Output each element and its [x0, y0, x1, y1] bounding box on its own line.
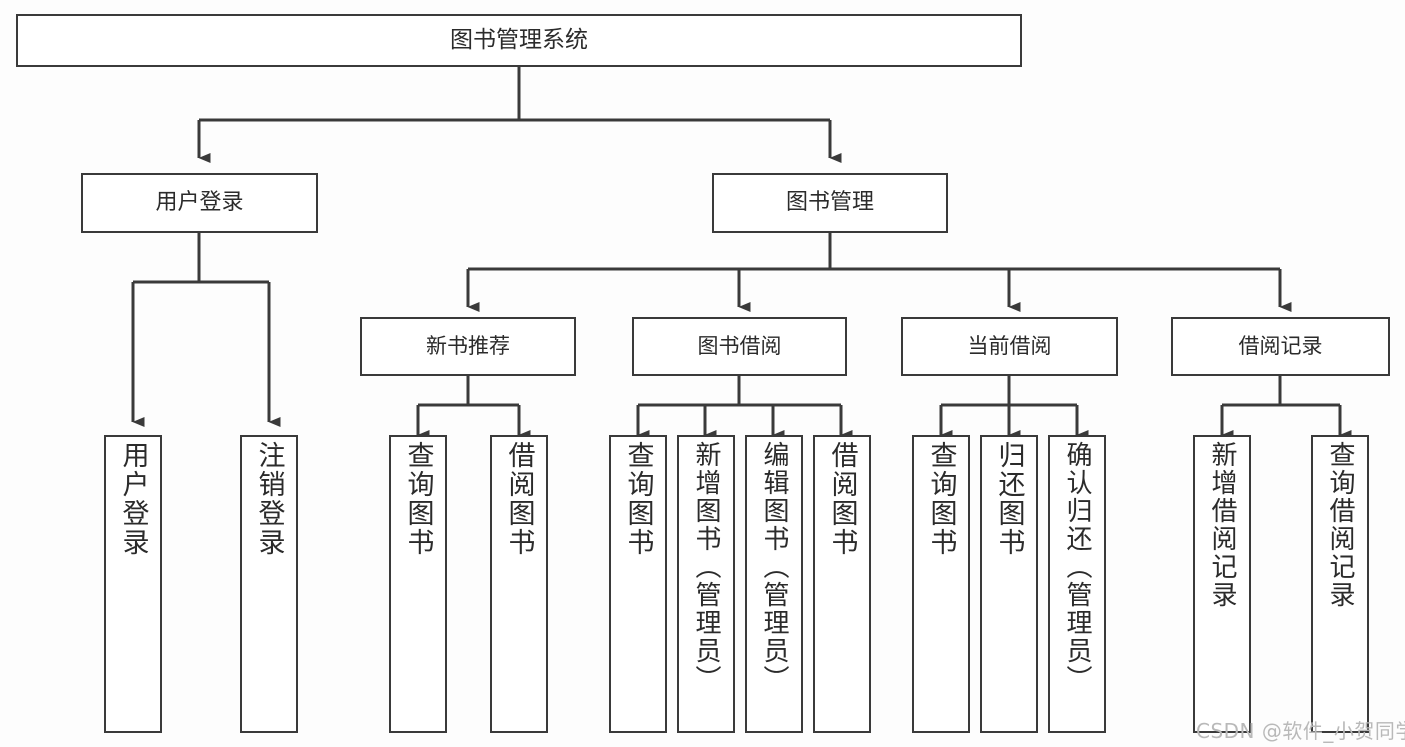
node-book-borrow[interactable]: 图书借阅 — [632, 317, 847, 376]
node-label: 借阅记录 — [1238, 334, 1323, 358]
node-leaf-return-book[interactable]: 归还图书 — [980, 435, 1038, 733]
node-leaf-logout[interactable]: 注销登录 — [240, 435, 298, 733]
node-label: 用户登录 — [155, 190, 244, 215]
node-label: 归还图书 — [993, 441, 1025, 557]
node-label: 新书推荐 — [426, 334, 510, 358]
node-leaf-borrow-book-new[interactable]: 借阅图书 — [490, 435, 548, 733]
node-label: 注销登录 — [253, 441, 285, 557]
node-leaf-query-book-new[interactable]: 查询图书 — [389, 435, 447, 733]
node-label: 借阅图书 — [503, 441, 535, 557]
node-label: 当前借阅 — [967, 334, 1052, 358]
node-label: 确认归还（管理员） — [1062, 441, 1092, 693]
node-label: 借阅图书 — [826, 441, 858, 557]
node-label: 查询图书 — [402, 441, 434, 557]
node-label: 新增借阅记录 — [1207, 441, 1237, 609]
node-leaf-user-login[interactable]: 用户登录 — [104, 435, 162, 733]
node-leaf-edit-book-admin[interactable]: 编辑图书（管理员） — [745, 435, 803, 733]
node-leaf-borrow-book[interactable]: 借阅图书 — [813, 435, 871, 733]
node-leaf-query-borrow-record[interactable]: 查询借阅记录 — [1311, 435, 1369, 733]
node-root-system[interactable]: 图书管理系统 — [16, 14, 1022, 67]
node-label: 图书管理系统 — [450, 27, 588, 53]
node-label: 查询图书 — [925, 441, 957, 557]
node-leaf-query-book-current[interactable]: 查询图书 — [912, 435, 970, 733]
node-label: 用户登录 — [117, 441, 149, 557]
node-label: 图书借阅 — [697, 334, 782, 358]
watermark-csdn: CSDN @软件_小贺同学 — [1196, 719, 1405, 743]
node-user-login[interactable]: 用户登录 — [81, 173, 318, 233]
node-new-book-recommend[interactable]: 新书推荐 — [360, 317, 576, 376]
node-book-management[interactable]: 图书管理 — [712, 173, 948, 233]
node-leaf-confirm-return-admin[interactable]: 确认归还（管理员） — [1048, 435, 1106, 733]
node-label: 查询借阅记录 — [1325, 441, 1355, 609]
node-borrow-record[interactable]: 借阅记录 — [1171, 317, 1390, 376]
node-label: 图书管理 — [785, 190, 874, 215]
node-label: 新增图书（管理员） — [691, 441, 721, 693]
node-leaf-add-borrow-record[interactable]: 新增借阅记录 — [1193, 435, 1251, 733]
node-leaf-add-book-admin[interactable]: 新增图书（管理员） — [677, 435, 735, 733]
node-leaf-query-book[interactable]: 查询图书 — [609, 435, 667, 733]
node-label: 编辑图书（管理员） — [759, 441, 789, 693]
node-current-borrow[interactable]: 当前借阅 — [901, 317, 1118, 376]
node-label: 查询图书 — [622, 441, 654, 557]
